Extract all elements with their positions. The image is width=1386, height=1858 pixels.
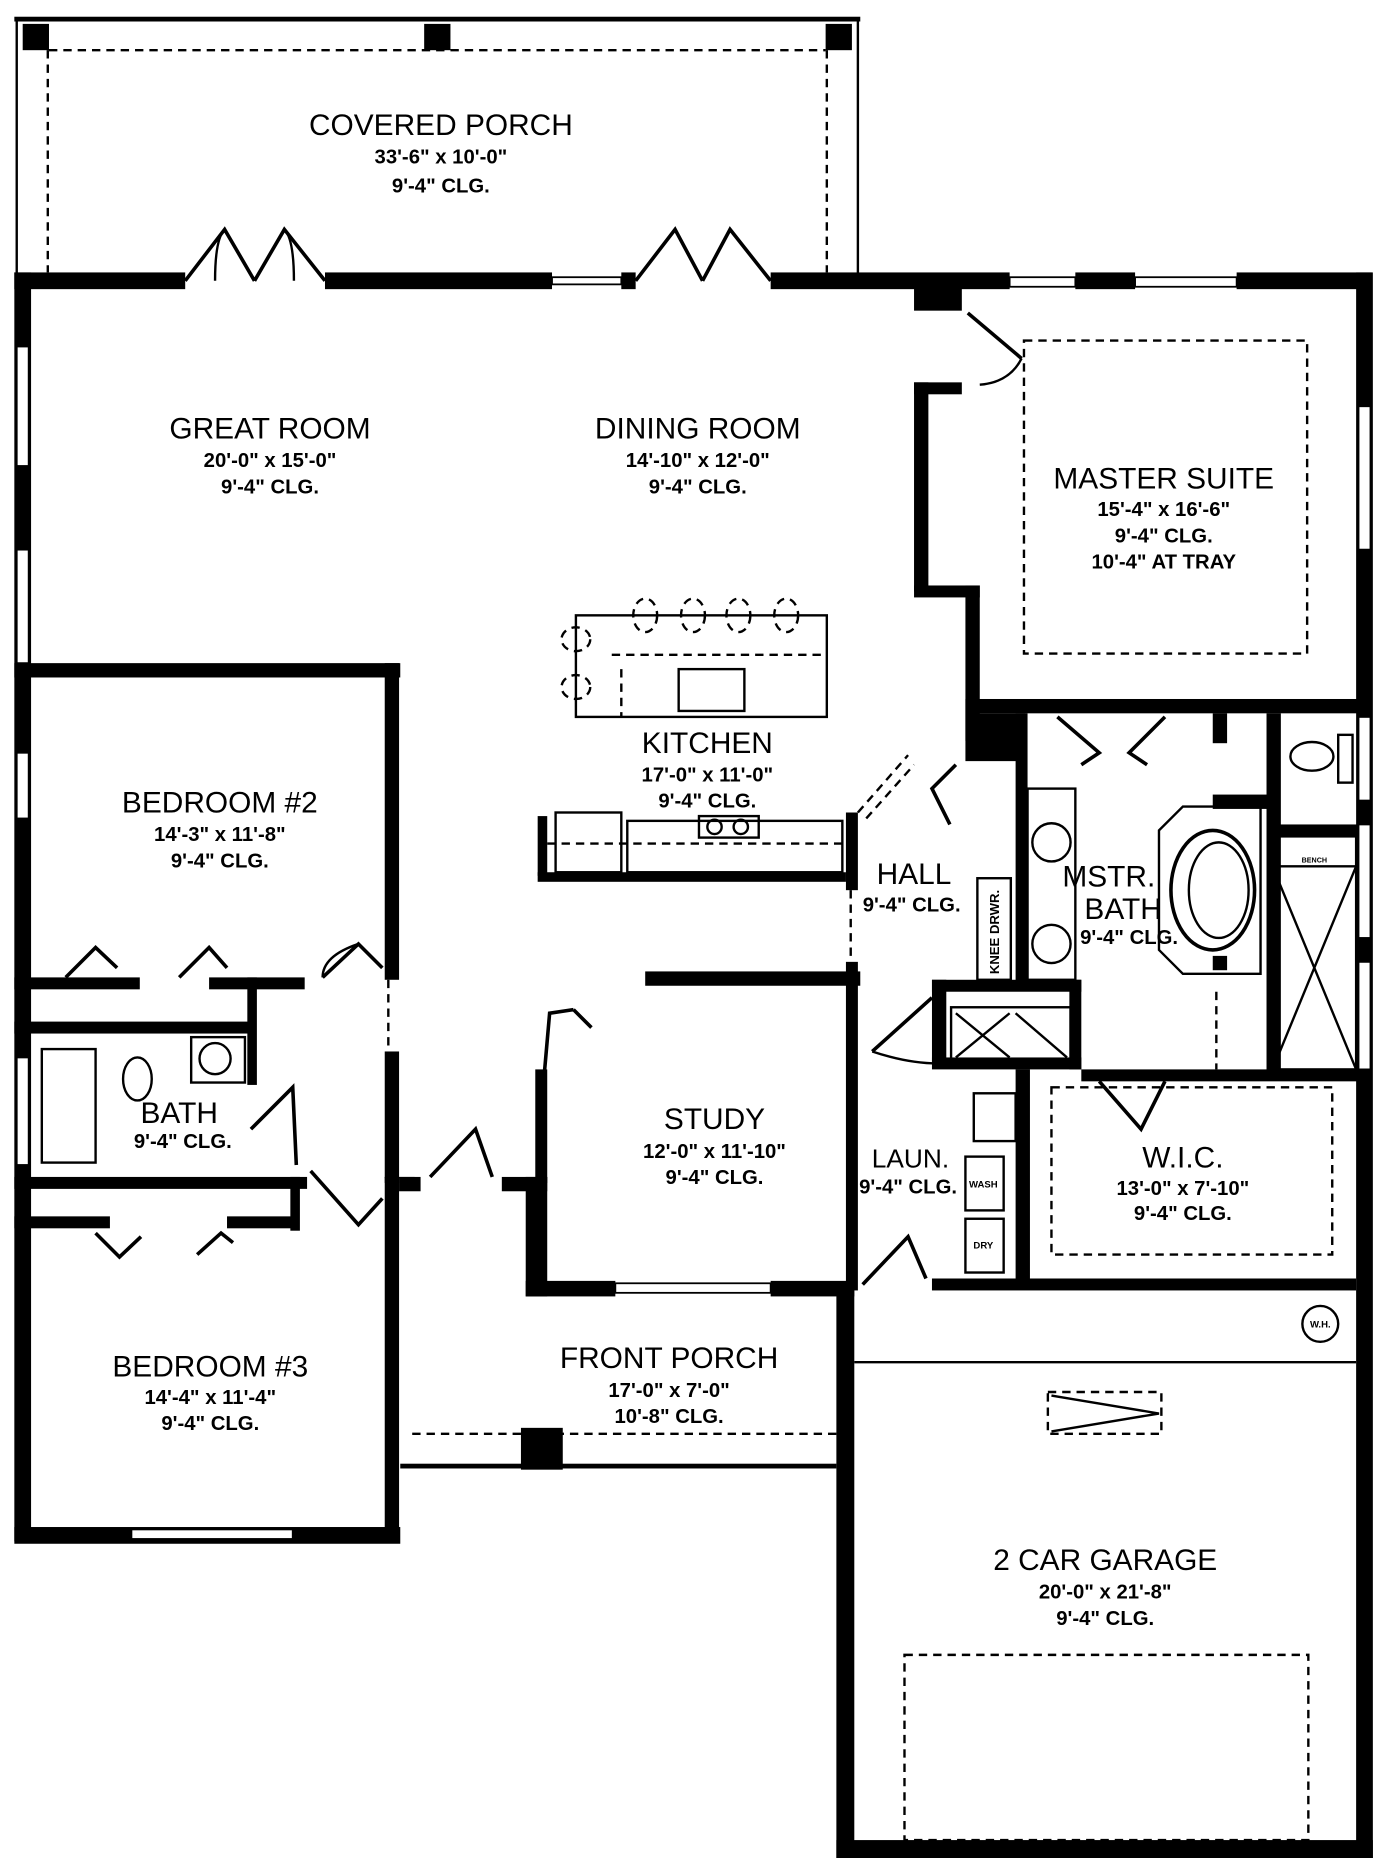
garage-label: 2 CAR GARAGE 20'-0" x 21'-8" 9'-4" CLG. xyxy=(993,1544,1217,1630)
room-size: 14'-10" x 12'-0" xyxy=(626,450,770,472)
room-size: 33'-6" x 10'-0" xyxy=(375,147,508,169)
room-name: W.I.C. xyxy=(1142,1141,1223,1174)
bench-label: BENCH xyxy=(1302,857,1327,865)
room-ceiling: 9'-4" CLG. xyxy=(666,1167,764,1189)
room-size: 12'-0" x 11'-10" xyxy=(643,1141,786,1163)
room-ceiling: 9'-4" CLG. xyxy=(658,791,756,813)
room-ceiling: 9'-4" CLG. xyxy=(134,1131,232,1153)
room-name: BATH xyxy=(141,1097,218,1130)
room-size: 17'-0" x 11'-0" xyxy=(642,764,774,786)
laundry-label: LAUN. 9'-4" CLG. xyxy=(859,1143,957,1198)
covered-porch-label: COVERED PORCH 33'-6" x 10'-0" 9'-4" CLG. xyxy=(309,109,573,197)
room-ceiling: 9'-4" CLG. xyxy=(1134,1203,1232,1225)
bedroom3-label: BEDROOM #3 14'-4" x 11'-4" 9'-4" CLG. xyxy=(112,1350,308,1435)
room-ceiling: 9'-4" CLG. xyxy=(1056,1608,1154,1630)
room-size: 14'-4" x 11'-4" xyxy=(144,1387,276,1409)
room-tray: 10'-4" AT TRAY xyxy=(1091,552,1236,574)
room-ceiling: 9'-4" CLG. xyxy=(1080,927,1178,949)
interior-walls xyxy=(14,286,1359,1542)
porch-post xyxy=(22,23,49,51)
master-bath-label: MSTR. BATH 9'-4" CLG. xyxy=(1062,861,1178,949)
room-ceiling: 9'-4" CLG. xyxy=(859,1177,957,1199)
room-name: 2 CAR GARAGE xyxy=(993,1544,1217,1577)
room-size: 17'-0" x 7'-0" xyxy=(608,1380,729,1402)
room-name: LAUN. xyxy=(872,1143,949,1173)
bath-label: BATH 9'-4" CLG. xyxy=(134,1097,232,1153)
room-name: BEDROOM #2 xyxy=(122,787,318,820)
porch-post xyxy=(424,23,451,51)
room-ceiling: 9'-4" CLG. xyxy=(161,1413,259,1435)
room-size: 20'-0" x 21'-8" xyxy=(1039,1582,1172,1604)
room-ceiling: 10'-8" CLG. xyxy=(615,1406,724,1428)
fixtures xyxy=(40,339,1358,1842)
hall-label: HALL 9'-4" CLG. xyxy=(863,858,961,916)
kitchen-label: KITCHEN 17'-0" x 11'-0" 9'-4" CLG. xyxy=(642,727,774,813)
dining-room-label: DINING ROOM 14'-10" x 12'-0" 9'-4" CLG. xyxy=(595,413,801,499)
room-size: 20'-0" x 15'-0" xyxy=(204,450,337,472)
porch-post xyxy=(825,23,852,51)
room-name: STUDY xyxy=(664,1103,765,1136)
room-ceiling: 9'-4" CLG. xyxy=(1115,525,1213,547)
room-ceiling: 9'-4" CLG. xyxy=(221,476,319,498)
room-name: COVERED PORCH xyxy=(309,109,573,142)
study-label: STUDY 12'-0" x 11'-10" 9'-4" CLG. xyxy=(643,1103,786,1189)
front-porch-label: FRONT PORCH 17'-0" x 7'-0" 10'-8" CLG. xyxy=(560,1342,778,1428)
room-name: BEDROOM #3 xyxy=(112,1350,308,1383)
dryer-label: DRY xyxy=(973,1241,993,1252)
master-suite-label: MASTER SUITE 15'-4" x 16'-6" 9'-4" CLG. … xyxy=(1053,463,1274,574)
room-ceiling: 9'-4" CLG. xyxy=(649,476,747,498)
room-ceiling: 9'-4" CLG. xyxy=(171,850,269,872)
room-name: MASTER SUITE xyxy=(1053,463,1274,496)
great-room-label: GREAT ROOM 20'-0" x 15'-0" 9'-4" CLG. xyxy=(169,413,370,499)
room-name: GREAT ROOM xyxy=(169,413,370,446)
washer-label: WASH xyxy=(969,1180,998,1191)
water-heater-label: W.H. xyxy=(1310,1319,1331,1330)
room-ceiling: 9'-4" CLG. xyxy=(863,895,961,917)
room-ceiling: 9'-4" CLG. xyxy=(392,175,490,197)
room-size: 14'-3" x 11'-8" xyxy=(154,824,286,846)
room-size: 15'-4" x 16'-6" xyxy=(1097,499,1230,521)
room-name: FRONT PORCH xyxy=(560,1342,778,1375)
room-name: KITCHEN xyxy=(642,727,773,760)
wic-label: W.I.C. 13'-0" x 7'-10" 9'-4" CLG. xyxy=(1117,1141,1250,1225)
knee-drawer-label: KNEE DRWR. xyxy=(987,890,1002,974)
covered-porch-structure xyxy=(14,16,861,275)
room-name: DINING ROOM xyxy=(595,413,801,446)
room-name: BATH xyxy=(1084,893,1161,926)
room-name: HALL xyxy=(877,858,952,891)
room-size: 13'-0" x 7'-10" xyxy=(1117,1178,1250,1200)
room-name: MSTR. xyxy=(1062,861,1155,894)
doors xyxy=(64,226,1167,1286)
bedroom2-label: BEDROOM #2 14'-3" x 11'-8" 9'-4" CLG. xyxy=(122,787,318,873)
